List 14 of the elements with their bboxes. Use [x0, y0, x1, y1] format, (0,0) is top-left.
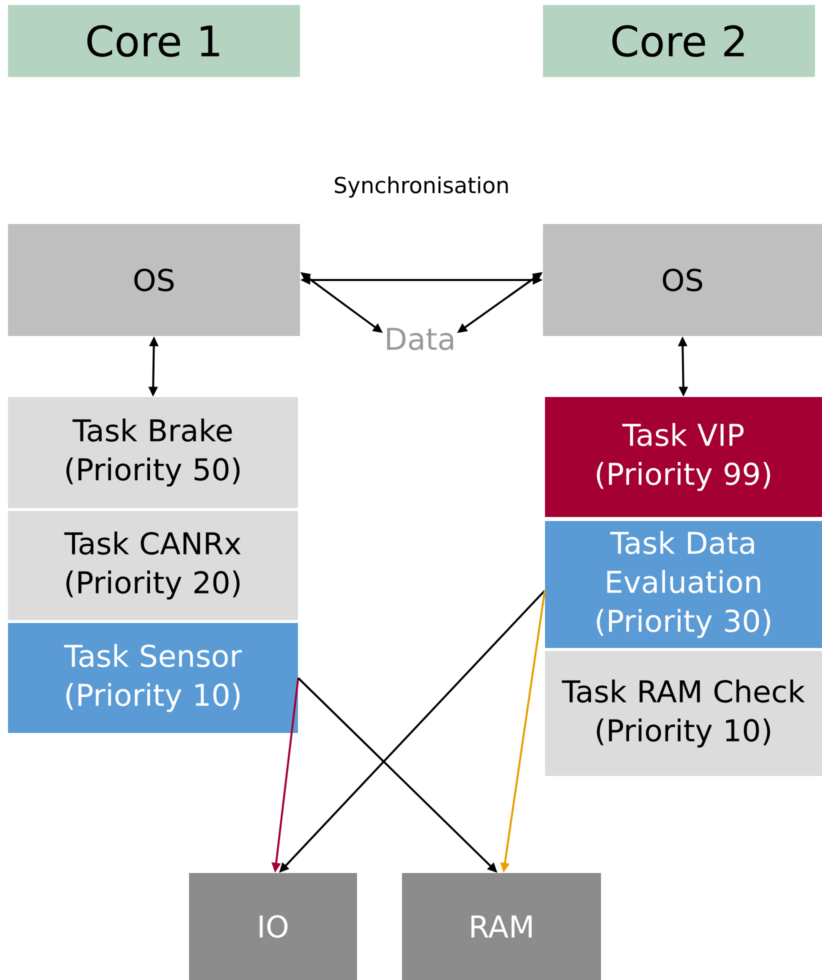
os-box: OS — [543, 224, 822, 336]
task-box: Task CANRx (Priority 20) — [8, 511, 298, 620]
resource-box: IO — [189, 873, 357, 980]
task-box: Task Sensor (Priority 10) — [8, 623, 298, 733]
task-box: Task Brake (Priority 50) — [8, 397, 298, 508]
data-label: Data — [387, 328, 454, 350]
core-header: Core 2 — [543, 5, 815, 77]
edge-label: Synchronisation — [331, 174, 512, 200]
os-box: OS — [8, 224, 300, 336]
core-header: Core 1 — [8, 5, 300, 77]
task-box: Task VIP (Priority 99) — [545, 397, 822, 517]
task-box: Task Data Evaluation (Priority 30) — [545, 521, 822, 648]
task-box: Task RAM Check (Priority 10) — [545, 651, 822, 776]
resource-box: RAM — [402, 873, 601, 980]
